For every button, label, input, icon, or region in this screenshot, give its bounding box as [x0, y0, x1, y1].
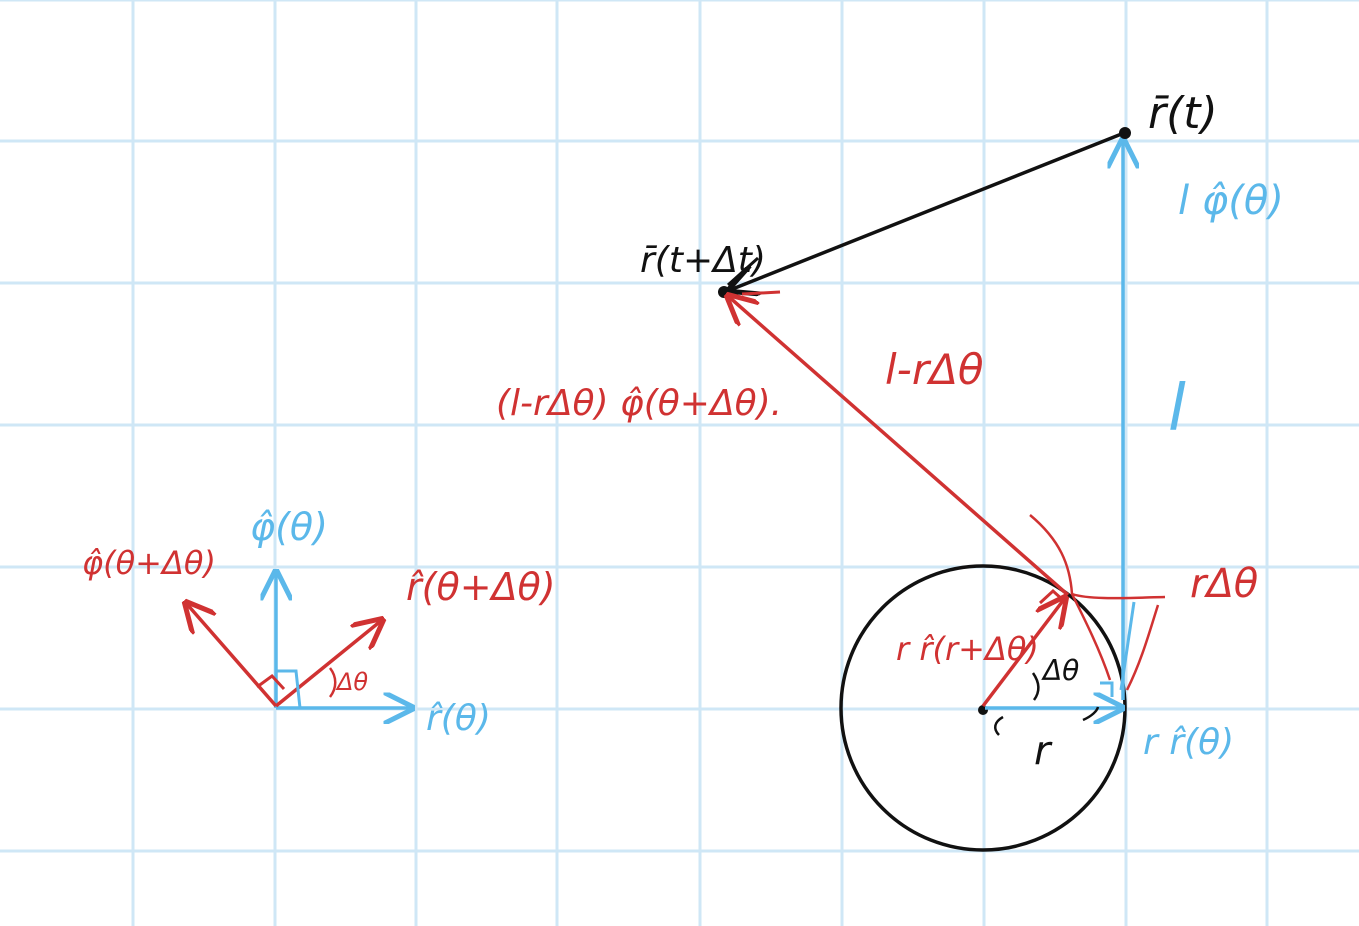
mini-blue-right-angle [276, 669, 302, 709]
label-r-t-dt: r̄(t+Δt) [640, 240, 766, 281]
label-l: l [1168, 372, 1186, 446]
mini-angle-arc [328, 667, 337, 698]
blue-right-angle-mark [1100, 681, 1114, 697]
label-l-phi-hat: l φ̂(θ) [1178, 178, 1284, 224]
r-brace-left [994, 715, 1004, 736]
blue-tangent-segment [1119, 601, 1136, 691]
label-l-minus-r-dtheta-phi-hat: (l-rΔθ) φ̂(θ+Δθ). [496, 383, 782, 424]
angle-arc-circle [1031, 672, 1040, 701]
label-l-minus-r-dtheta: l-rΔθ [885, 345, 984, 394]
label-phi-hat-theta: φ̂(θ) [250, 505, 328, 549]
label-dtheta-circle: Δθ [1041, 654, 1079, 687]
r-brace-right [1082, 706, 1100, 722]
label-r: r [1034, 728, 1053, 774]
phi-hat-theta-dtheta-vector [186, 603, 278, 708]
label-r-dtheta: rΔθ [1190, 561, 1258, 607]
point-r-t [1119, 127, 1131, 139]
unit-vector-diagram [186, 572, 412, 708]
radius-shifted-vector [981, 598, 1065, 708]
label-r-hat-theta: r̂(θ) [426, 698, 491, 739]
red-right-angle-mark [1038, 588, 1066, 605]
label-phi-hat-theta-dtheta: φ̂(θ+Δθ) [82, 544, 216, 582]
point-r-t-dt-tick [726, 256, 760, 287]
displacement-vector [730, 131, 1125, 290]
label-r-rhat-shift: r r̂(r+Δθ) [896, 630, 1039, 668]
red-arrow-flourish [741, 290, 781, 296]
r-hat-theta-dtheta-vector [274, 620, 382, 708]
label-r-rhat: r r̂(θ) [1143, 722, 1234, 763]
tangent-shifted-vector [728, 296, 1070, 597]
mini-red-right-angle [256, 673, 286, 691]
label-dtheta-small: Δθ [335, 668, 368, 696]
arc-length-brace [1029, 514, 1166, 691]
label-r-t: r̄(t) [1148, 88, 1218, 139]
label-r-hat-theta-dtheta: r̂(θ+Δθ) [406, 565, 556, 609]
